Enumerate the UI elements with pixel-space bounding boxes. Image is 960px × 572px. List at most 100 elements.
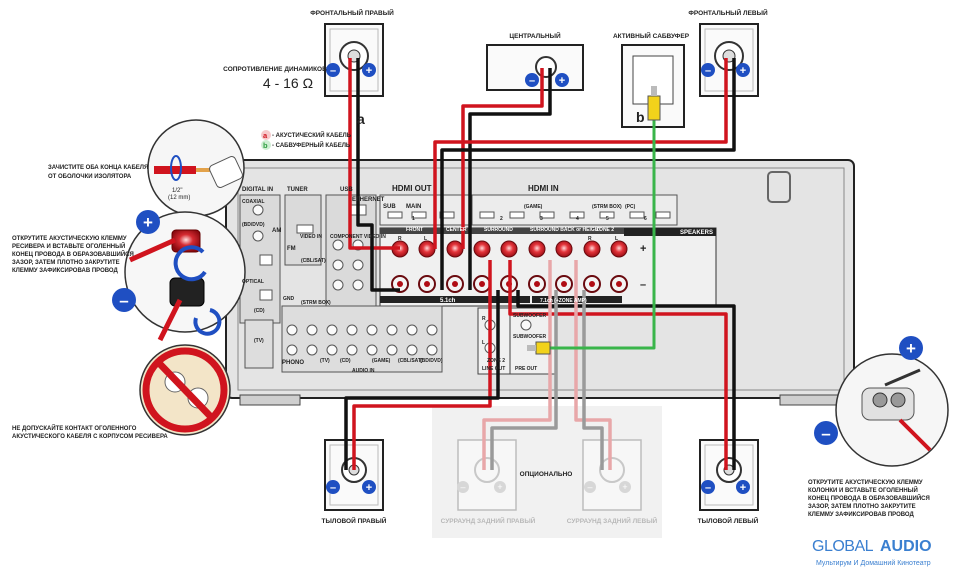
rcv-zone2: ZONE 2 <box>596 227 614 233</box>
rcv-cbl-sat-audio: (CBL/SAT) <box>398 358 423 364</box>
plus-icon: + <box>143 213 153 232</box>
plus-icon: + <box>740 65 746 77</box>
labels: ФРОНТАЛЬНЫЙ ПРАВЫЙ ФРОНТАЛЬНЫЙ ЛЕВЫЙ ЦЕН… <box>12 8 932 567</box>
svg-text:–: – <box>587 482 592 492</box>
label-front-left: ФРОНТАЛЬНЫЙ ЛЕВЫЙ <box>688 8 768 17</box>
instr-strip-dim-1: 1/2" <box>172 188 182 194</box>
rcv-subwoofer-1: SUBWOOFER <box>513 313 546 319</box>
rcv-hdmi-n2: 2 <box>500 216 503 222</box>
label-optional: ОПЦИОНАЛЬНО <box>520 471 573 478</box>
rcv-game-hdmi: (GAME) <box>524 204 543 210</box>
rcv-minus: – <box>640 279 646 291</box>
minus-icon: – <box>119 291 128 310</box>
rcv-front-l: L <box>424 236 427 242</box>
rcv-audio-in: AUDIO IN <box>352 368 375 374</box>
rcv-video-in: VIDEO IN <box>300 234 322 240</box>
minus-icon: – <box>821 424 830 443</box>
cable-tag-b: b <box>636 109 645 125</box>
speaker-surround-left <box>699 439 759 511</box>
rcv-51ch: 5.1ch <box>440 298 456 304</box>
minus-icon: – <box>705 65 711 77</box>
instr-unscrew-5: КЛЕММУ ЗАФИКСИРОВАВ ПРОВОД <box>12 268 119 274</box>
legend-a-text: - АКУСТИЧЕСКИЙ КАБЕЛЬ <box>272 131 352 139</box>
rcv-hdmi-n5: 5 <box>606 216 609 222</box>
strip-cable-illustration <box>147 119 245 217</box>
rcv-71ch: 7.1ch (+ZONE AMP) <box>540 298 587 304</box>
rcv-surround-back: SURROUND BACK or HEIGHT <box>530 227 601 233</box>
rcv-tv-audio: (TV) <box>320 358 330 364</box>
instr-spk-3: КОНЕЦ ПРОВОДА В ОБРАЗОВАВШИЙСЯ <box>808 494 930 502</box>
rcv-phono: PHONO <box>282 360 304 366</box>
minus-icon: – <box>529 75 535 87</box>
rcv-game: (GAME) <box>372 358 391 364</box>
instr-spk-5: КЛЕММУ ЗАФИКСИРОВАВ ПРОВОД <box>808 512 915 518</box>
rcv-zone2-r: R <box>588 236 592 242</box>
rcv-fm: FM <box>287 246 296 252</box>
rcv-cd: (CD) <box>254 308 265 314</box>
rcv-line-out: LINE OUT <box>482 366 505 372</box>
rcv-strm-box: (STRM BOX) <box>301 300 331 306</box>
speaker-terminal-illustration: + – <box>814 336 949 467</box>
rca-plug-receiver <box>527 341 551 355</box>
instr-nocontact-1: НЕ ДОПУСКАЙТЕ КОНТАКТ ОГОЛЕННОГО <box>12 424 137 432</box>
instr-unscrew-3: КОНЕЦ ПРОВОДА В ОБРАЗОВАВШИЙСЯ <box>12 250 134 258</box>
speaker-cables <box>344 58 736 470</box>
minus-icon: – <box>330 482 336 494</box>
legend-a-letter: a <box>263 131 268 140</box>
rcv-cd-audio: (CD) <box>340 358 351 364</box>
minus-icon: – <box>330 65 336 77</box>
impedance-value: 4 - 16 Ω <box>263 75 313 91</box>
rcv-component-in: COMPONENT VIDEO IN <box>330 234 386 240</box>
label-center: ЦЕНТРАЛЬНЫЙ <box>509 31 561 40</box>
no-contact-illustration <box>139 344 231 436</box>
rotate-arrow-icon <box>173 245 207 282</box>
brand-tagline: Мультирум И Домашний Кинотеатр <box>816 559 931 567</box>
rcv-cbl-sat: (CBL/SAT) <box>301 258 326 264</box>
svg-text:–: – <box>460 482 465 492</box>
rcv-bd-dvd-audio: (BD/DVD) <box>420 358 443 364</box>
brand-name-1: GLOBAL <box>812 538 874 555</box>
rcv-am: AM <box>272 228 281 234</box>
rcv-hdmi-n6: 6 <box>644 216 647 222</box>
label-surround-back-right: СУРРАУНД ЗАДНИЙ ПРАВЫЙ <box>441 516 536 525</box>
rcv-surround: SURROUND <box>484 227 513 233</box>
instr-unscrew-1: ОТКРУТИТЕ АКУСТИЧЕСКУЮ КЛЕММУ <box>12 236 127 242</box>
rcv-tv: (TV) <box>254 338 264 344</box>
brand-name-2: AUDIO <box>880 538 932 555</box>
instr-strip-2: ОТ ОБОЛОЧКИ ИЗОЛЯТОРА <box>48 174 132 180</box>
rcv-usb: USB <box>340 187 353 193</box>
rcv-digital-in: DIGITAL IN <box>242 187 273 193</box>
plus-icon: + <box>559 75 565 87</box>
legend-b-letter: b <box>263 141 268 150</box>
rcv-gnd: GND <box>283 296 295 302</box>
instr-unscrew-2: РЕСИВЕРА И ВСТАВЬТЕ ОГОЛЕННЫЙ <box>12 242 125 250</box>
rcv-zone2-l: L <box>615 236 618 242</box>
impedance-label: СОПРОТИВЛЕНИЕ ДИНАМИКОВ <box>223 66 327 73</box>
label-surround-right: ТЫЛОВОЙ ПРАВЫЙ <box>322 516 387 525</box>
instr-spk-1: ОТКРУТИТЕ АКУСТИЧЕСКУЮ КЛЕММУ <box>808 480 923 486</box>
speaker-front-left <box>699 23 759 97</box>
plus-icon: + <box>366 65 372 77</box>
speaker-front-right <box>324 23 384 97</box>
rotate-arrow-icon <box>193 308 222 336</box>
svg-text:+: + <box>622 482 627 492</box>
rcv-subwoofer-2: SUBWOOFER <box>513 334 546 340</box>
label-subwoofer: АКТИВНЫЙ САБВУФЕР <box>613 31 690 40</box>
rcv-plus: + <box>640 243 646 255</box>
instr-nocontact-2: АКУСТИЧЕСКОГО КАБЕЛЯ С КОРПУСОМ РЕСИВЕРА <box>12 434 168 440</box>
instr-spk-4: ЗАЗОР, ЗАТЕМ ПЛОТНО ЗАКРУТИТЕ <box>808 504 916 510</box>
legend-b-text: - САБВУФЕРНЫЙ КАБЕЛЬ <box>272 141 351 149</box>
label-surround-left: ТЫЛОВОЙ ЛЕВЫЙ <box>698 516 759 525</box>
rcv-tuner: TUNER <box>287 187 308 193</box>
rcv-speakers: SPEAKERS <box>680 230 713 236</box>
rcv-hdmi-n1: 1 <box>412 216 415 222</box>
terminal-illustration: + – <box>112 210 246 342</box>
rcv-sub: SUB <box>383 204 396 210</box>
rcv-front-r: R <box>398 236 402 242</box>
rcv-front: FRONT <box>406 227 423 233</box>
cable-tag-a: a <box>357 111 365 127</box>
rcv-pc: (PC) <box>625 204 636 210</box>
rcv-lineout-zone2: ZONE 2 <box>487 358 505 364</box>
